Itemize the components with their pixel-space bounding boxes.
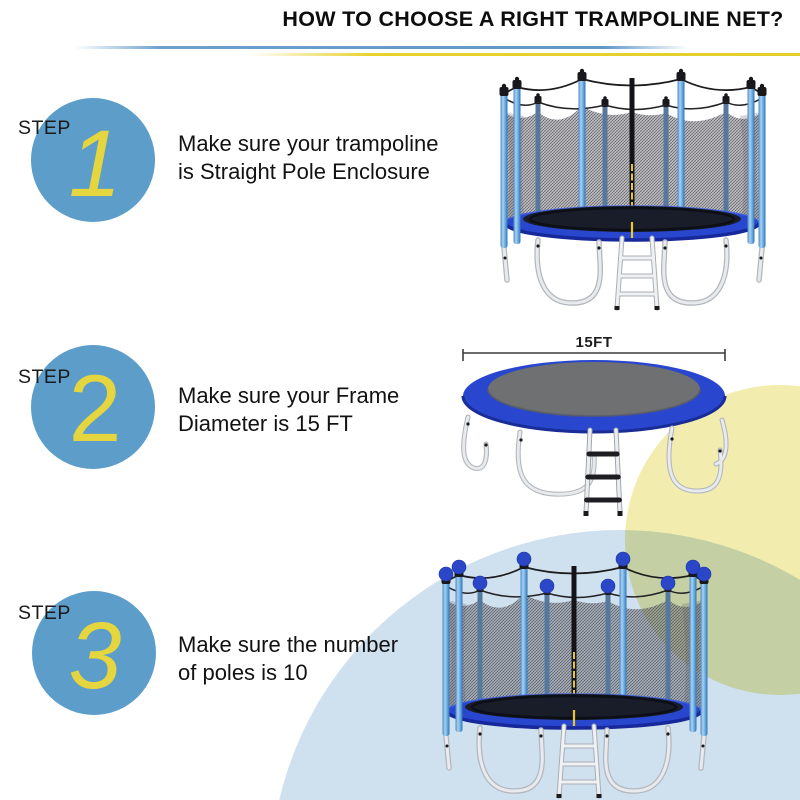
pole-marker-dot	[600, 578, 616, 594]
trampoline-pad	[461, 360, 727, 434]
step3-text: Make sure the number of poles is 10	[178, 631, 398, 687]
step1-label: STEP	[18, 117, 71, 139]
pole-marker-dot	[660, 575, 676, 591]
frame-diameter-dimension: 15FT	[462, 334, 726, 361]
step3-number: 3	[68, 603, 122, 709]
ladder	[583, 427, 623, 516]
step3-text-line2: of poles is 10	[178, 660, 308, 685]
step2-text-line1: Make sure your Frame	[178, 383, 400, 408]
pole-marker-dot	[696, 566, 712, 582]
step1-text: Make sure your trampoline is Straight Po…	[178, 130, 438, 186]
step1-circle	[31, 98, 155, 222]
header-rule-blue	[75, 46, 689, 49]
step1-trampoline-net-illustration	[494, 62, 770, 312]
step3-trampoline-net-illustration	[438, 551, 712, 800]
step2-trampoline-frame-illustration: 15FT	[461, 334, 729, 516]
pole-marker-dot	[615, 551, 631, 567]
header-rule-yellow	[248, 53, 800, 56]
step2-text: Make sure your Frame Diameter is 15 FT	[178, 382, 399, 438]
step1-text-line2: is Straight Pole Enclosure	[178, 159, 430, 184]
pole-marker-dot	[516, 551, 532, 567]
step3-circle	[32, 591, 156, 715]
step1-text-line1: Make sure your trampoline	[178, 131, 439, 156]
pole-marker-dot	[438, 566, 454, 582]
step1-number: 1	[68, 111, 122, 217]
pole-marker-dot	[472, 575, 488, 591]
pole-marker-dots	[438, 551, 712, 594]
pole-marker-dot	[539, 578, 555, 594]
step3-text-line1: Make sure the number	[178, 632, 399, 657]
step2-number: 2	[68, 356, 122, 462]
step2-circle	[31, 345, 155, 469]
step3-label: STEP	[18, 602, 71, 624]
step2-text-line2: Diameter is 15 FT	[178, 411, 353, 436]
dimension-label: 15FT	[575, 334, 612, 351]
pole-marker-dot	[451, 559, 467, 575]
pole-marker-dot	[685, 559, 701, 575]
step2-label: STEP	[18, 366, 71, 388]
page-title: HOW TO CHOOSE A RIGHT TRAMPOLINE NET?	[282, 7, 784, 31]
